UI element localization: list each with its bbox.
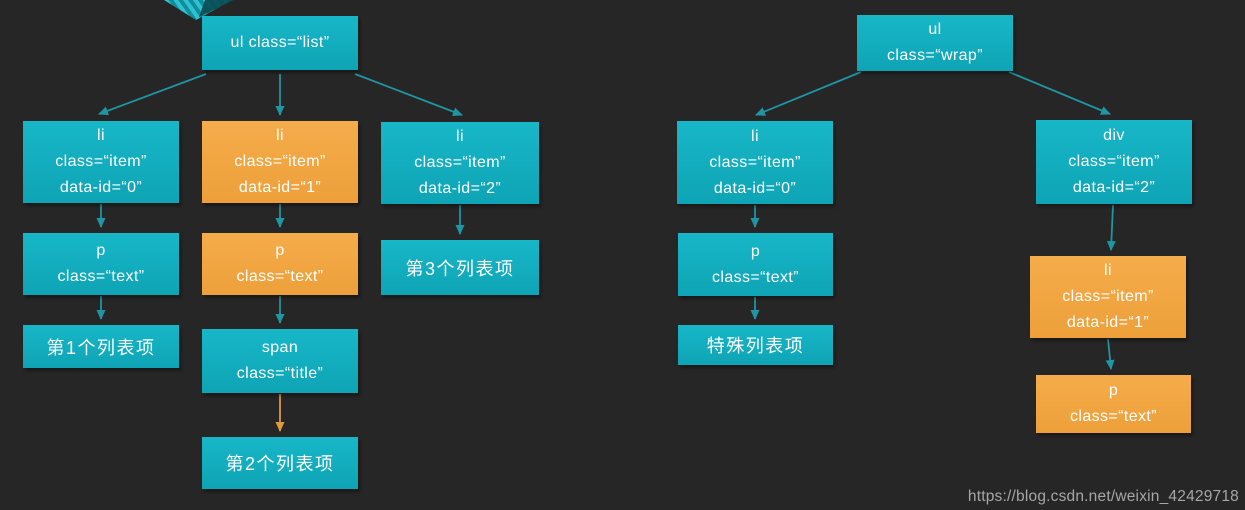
arrow-ullist-li2 xyxy=(354,73,463,116)
node-r-li-item-0: li class=“item” data-id=“0” xyxy=(677,121,833,204)
node-div-item-2: div class=“item” data-id=“2” xyxy=(1036,120,1192,204)
node-ul-wrap: ul class=“wrap” xyxy=(857,15,1013,71)
node-r-p-text-1-highlighted: p class=“text” xyxy=(1036,375,1191,433)
arrow-ulwrap-li0 xyxy=(755,71,862,116)
node-label-item3: 第3个列表项 xyxy=(381,240,539,295)
node-p-text-1-highlighted: p class=“text” xyxy=(202,233,358,295)
node-label-item2: 第2个列表项 xyxy=(202,437,358,489)
watermark-url: https://blog.csdn.net/weixin_42429718 xyxy=(967,488,1239,505)
arrow-div2-rli1 xyxy=(1106,204,1116,251)
arrow-rli1-rp1 xyxy=(1105,338,1115,370)
node-li-item-0: li class=“item” data-id=“0” xyxy=(23,121,179,203)
node-ul-list: ul class=“list” xyxy=(202,16,358,70)
node-r-p-text-0: p class=“text” xyxy=(678,233,833,296)
node-label-special: 特殊列表项 xyxy=(678,325,833,365)
node-r-li-item-1-highlighted: li class=“item” data-id=“1” xyxy=(1030,256,1186,338)
arrow-ulwrap-div2 xyxy=(1008,71,1111,115)
node-li-item-1-highlighted: li class=“item” data-id=“1” xyxy=(202,121,358,203)
node-p-text-0: p class=“text” xyxy=(23,233,179,295)
node-label-item1: 第1个列表项 xyxy=(23,325,179,368)
node-li-item-2: li class=“item” data-id=“2” xyxy=(381,122,539,204)
node-span-title: span class=“title” xyxy=(202,329,358,393)
arrow-ullist-li0 xyxy=(98,73,207,116)
